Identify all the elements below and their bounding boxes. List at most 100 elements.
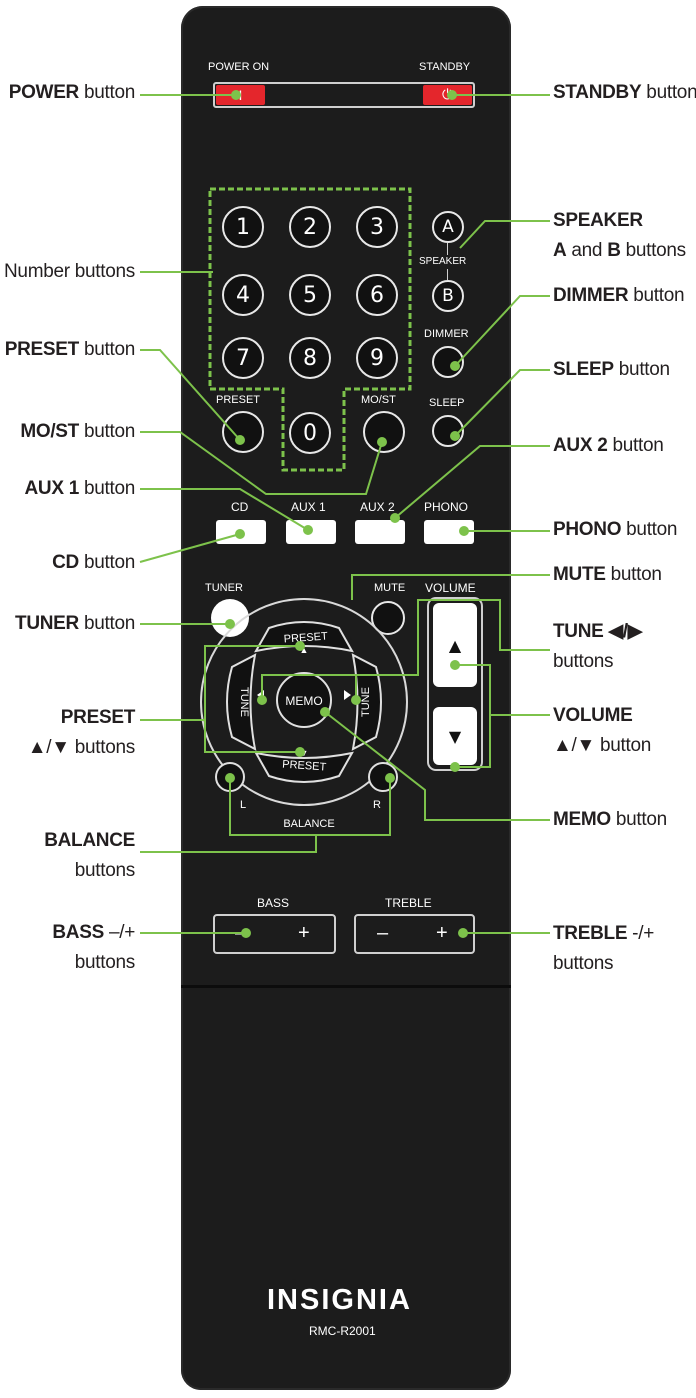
volume-down-dot xyxy=(450,762,460,772)
bass-callout-dot xyxy=(241,928,251,938)
preset-label: PRESET xyxy=(216,394,261,406)
volume-down-callout-line xyxy=(455,715,491,768)
number-8-button[interactable]: 8 xyxy=(289,337,331,379)
standby-label: STANDBY xyxy=(419,61,471,73)
tune-right-label: TUNE xyxy=(360,687,372,717)
aux1-callout: AUX 1 button xyxy=(24,478,136,499)
balance-callout-line-left xyxy=(140,780,317,853)
volume-callout: VOLUME▲/▼ button xyxy=(553,705,651,756)
phono-label: PHONO xyxy=(424,500,469,514)
memo-label: MEMO xyxy=(285,694,322,708)
aux1-callout-dot xyxy=(303,525,313,535)
bass-callout: BASS –/+buttons xyxy=(52,922,135,973)
sleep-label: SLEEP xyxy=(429,397,465,409)
number-5-button[interactable]: 5 xyxy=(289,274,331,316)
most-callout: MO/ST button xyxy=(20,421,135,442)
tuner-callout-dot xyxy=(225,619,235,629)
speaker-callout-line xyxy=(459,220,550,249)
phono-callout: PHONO button xyxy=(553,519,678,540)
number-2-button[interactable]: 2 xyxy=(289,206,331,248)
most-callout-dot xyxy=(377,437,387,447)
number-callout: Number buttons xyxy=(4,261,135,282)
number-4-button[interactable]: 4 xyxy=(222,274,264,316)
balance-l-label: L xyxy=(240,799,246,811)
mute-callout: MUTE button xyxy=(553,564,662,585)
preset-callout-line xyxy=(140,349,241,441)
dimmer-callout-dot xyxy=(450,361,460,371)
aux2-callout: AUX 2 button xyxy=(553,435,664,456)
power-callout: POWER button xyxy=(8,82,136,103)
dimmer-callout-line xyxy=(454,295,550,367)
tuner-callout: TUNER button xyxy=(15,613,135,634)
treble-callout: TREBLE -/+buttons xyxy=(553,923,654,974)
brand-logo: INSIGNIA xyxy=(267,1284,412,1316)
cd-label: CD xyxy=(231,500,249,514)
volume-up-button[interactable]: ▲ xyxy=(433,603,477,687)
preset-up-callout-dot xyxy=(295,641,305,651)
memo-callout: MEMO button xyxy=(553,809,667,830)
number-0-button[interactable]: 0 xyxy=(289,412,331,454)
speaker-link-bottom xyxy=(447,269,448,280)
aux2-button[interactable] xyxy=(355,520,405,544)
treble-minus-button[interactable]: – xyxy=(377,922,389,944)
speaker-label: SPEAKER xyxy=(419,256,467,267)
memo-button[interactable] xyxy=(276,672,332,728)
dimmer-label: DIMMER xyxy=(424,328,469,340)
dimmer-callout: DIMMER button xyxy=(553,285,685,306)
number-7-button[interactable]: 7 xyxy=(222,337,264,379)
mo-st-label: MO/ST xyxy=(361,394,396,406)
balance-right-dot xyxy=(385,773,395,783)
volume-up-dot xyxy=(450,660,460,670)
nav-outer-ring xyxy=(200,598,408,806)
bass-label: BASS xyxy=(257,896,290,910)
battery-cover-seam xyxy=(181,985,511,988)
aux2-label: AUX 2 xyxy=(360,500,395,514)
preset-up-arrow: ▲ xyxy=(300,645,309,655)
treble-plus-button[interactable]: + xyxy=(436,922,448,944)
preset-down-label: PRESET xyxy=(282,758,327,773)
number-3-button[interactable]: 3 xyxy=(356,206,398,248)
preset-arrows-callout: PRESET▲/▼ buttons xyxy=(27,707,136,758)
tuner-label: TUNER xyxy=(205,582,243,594)
volume-up-callout-line xyxy=(455,664,550,716)
phono-callout-dot xyxy=(459,526,469,536)
tune-left-label: TUNE xyxy=(238,687,250,717)
sleep-callout-line xyxy=(454,369,550,437)
volume-down-button[interactable]: ▼ xyxy=(433,707,477,765)
number-9-button[interactable]: 9 xyxy=(356,337,398,379)
preset-down-button[interactable] xyxy=(254,751,354,783)
standby-callout-dot xyxy=(447,90,457,100)
preset-callout-dot xyxy=(235,435,245,445)
balance-r-label: R xyxy=(373,799,381,811)
speaker-b-button[interactable]: B xyxy=(432,280,464,312)
preset-button[interactable] xyxy=(222,411,264,453)
aux2-callout-dot xyxy=(390,513,400,523)
memo-callout-line xyxy=(324,711,550,821)
number-keys-outline xyxy=(208,187,412,472)
tune-right-dot xyxy=(351,695,361,705)
tune-left-dot xyxy=(257,695,267,705)
number-6-button[interactable]: 6 xyxy=(356,274,398,316)
preset-down-callout-line xyxy=(204,720,300,753)
cd-callout-line xyxy=(139,533,241,563)
power-callout-dot xyxy=(231,90,241,100)
aux2-callout-line xyxy=(394,445,550,519)
speaker-a-button[interactable]: A xyxy=(432,211,464,243)
number-1-button[interactable]: 1 xyxy=(222,206,264,248)
balance-label: BALANCE xyxy=(283,818,334,830)
tune-left-button[interactable] xyxy=(226,653,257,751)
preset-up-button[interactable] xyxy=(254,621,354,653)
balance-callout-line-right xyxy=(316,780,391,836)
most-callout-line xyxy=(140,431,383,495)
bass-plus-button[interactable]: + xyxy=(298,922,310,944)
mute-callout-line xyxy=(351,574,550,600)
tune-right-callout-line xyxy=(355,674,418,700)
aux1-callout-line xyxy=(140,488,309,531)
cd-callout: CD button xyxy=(52,552,135,573)
tune-right-arrow-icon xyxy=(344,690,351,700)
tune-callout: TUNE ◀/▶buttons xyxy=(553,621,643,672)
